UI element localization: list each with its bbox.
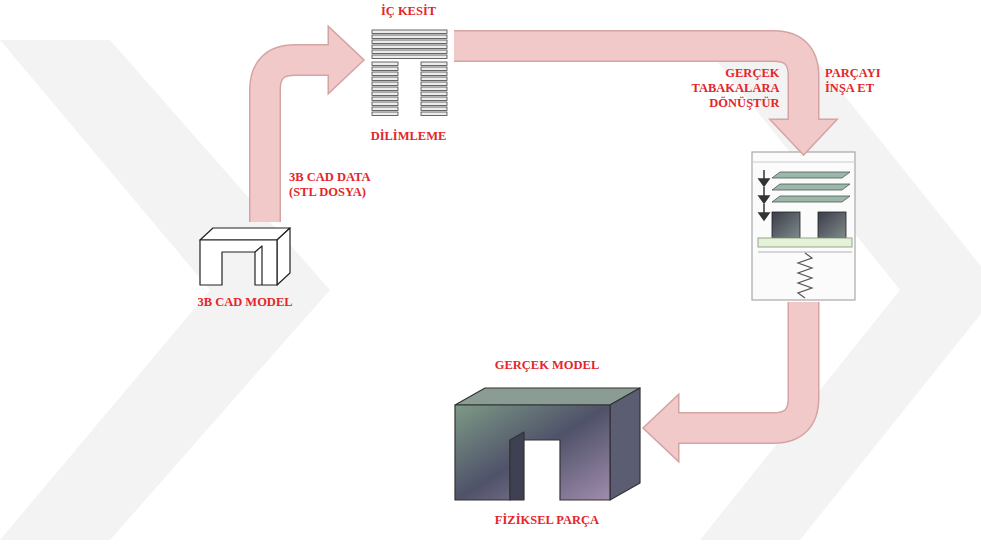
slice-layer <box>372 82 398 86</box>
build-machine <box>818 212 846 238</box>
watermark-chevrons <box>0 40 981 540</box>
cad-model-drawing <box>200 228 290 240</box>
flow-arrow-head-outline <box>329 28 363 92</box>
watermark-chevrons <box>700 40 981 540</box>
build-machine <box>772 172 850 202</box>
slice-layer <box>421 82 447 86</box>
physical-part-drawing <box>455 405 610 500</box>
slice-layer <box>372 50 447 54</box>
flow-arrow-outline <box>678 302 804 428</box>
slice-layer <box>372 107 398 111</box>
build-machine <box>759 196 769 203</box>
build-machine <box>772 172 850 178</box>
build-machine <box>772 196 850 202</box>
node-caption: PARÇAYI İNŞA ET <box>825 66 903 96</box>
slice-layer <box>421 77 447 81</box>
node-caption: FİZİKSEL PARÇA <box>422 513 672 528</box>
edge-label: 3B CAD DATA (STL DOSYA) <box>289 170 389 200</box>
cad-model-drawing <box>200 240 277 285</box>
node-caption: 3B CAD MODEL <box>160 295 330 310</box>
flow-arrow-head-outline <box>644 396 678 460</box>
build-machine <box>759 170 769 220</box>
flow-arrow-head <box>644 396 678 460</box>
edge-label: GERÇEK TABAKALARA DÖNÜŞTÜR <box>688 66 780 111</box>
slice-layer <box>372 102 398 106</box>
build-machine <box>752 162 855 163</box>
build-machine <box>752 152 855 300</box>
node-heading: GERÇEK MODEL <box>422 358 672 373</box>
flow-arrow-head <box>772 120 836 154</box>
build-machine <box>758 238 852 247</box>
physical-part-drawing <box>455 388 640 500</box>
flow-arrow-head-outline <box>772 120 836 154</box>
flow-arrow <box>454 46 804 123</box>
flow-arrow-head <box>329 28 363 92</box>
build-machine <box>798 253 812 298</box>
slice-layer <box>421 67 447 71</box>
slice-layer <box>421 107 447 111</box>
slice-layer <box>421 112 447 116</box>
slice-layer <box>372 72 398 76</box>
cad-model-drawing <box>200 228 290 285</box>
slice-layer <box>372 87 398 91</box>
cad-model-drawing <box>277 228 290 285</box>
build-machine <box>772 184 850 190</box>
build-machine <box>759 179 769 186</box>
physical-part: GERÇEK MODELFİZİKSEL PARÇA <box>452 358 642 528</box>
slice-layer <box>421 87 447 91</box>
flow-arrow <box>675 302 804 428</box>
slice-layer <box>372 30 447 34</box>
slice-layer <box>421 102 447 106</box>
slice-layer <box>372 67 398 71</box>
slice-layer <box>372 45 447 49</box>
physical-part-drawing <box>455 388 640 405</box>
slice-layer <box>421 72 447 76</box>
slice-layer <box>372 55 447 59</box>
node-heading: İÇ KESİT <box>335 4 482 19</box>
build-machine <box>759 213 769 220</box>
node-caption: DİLİMLEME <box>335 129 482 144</box>
build-machine: PARÇAYI İNŞA ET <box>752 152 855 300</box>
sliced-layers <box>372 30 447 116</box>
slice-layer <box>372 40 447 44</box>
cad-model-drawing <box>255 246 262 285</box>
slice-layer <box>372 97 398 101</box>
slice-layer <box>372 112 398 116</box>
slice-layer <box>372 62 398 66</box>
slice-layer <box>421 62 447 66</box>
build-machine <box>772 212 800 238</box>
slice-layer <box>372 77 398 81</box>
build-machine <box>752 152 855 300</box>
slicing-stack: İÇ KESİTDİLİMLEME <box>365 4 452 144</box>
slice-layer <box>421 92 447 96</box>
watermark-chevrons <box>0 40 330 540</box>
physical-part-drawing <box>610 388 640 500</box>
slice-layer <box>372 35 447 39</box>
build-machine <box>758 252 852 253</box>
cad-model: 3B CAD MODEL <box>190 222 300 310</box>
slice-layer <box>421 97 447 101</box>
slice-layer <box>372 92 398 96</box>
physical-part-drawing <box>510 432 524 500</box>
